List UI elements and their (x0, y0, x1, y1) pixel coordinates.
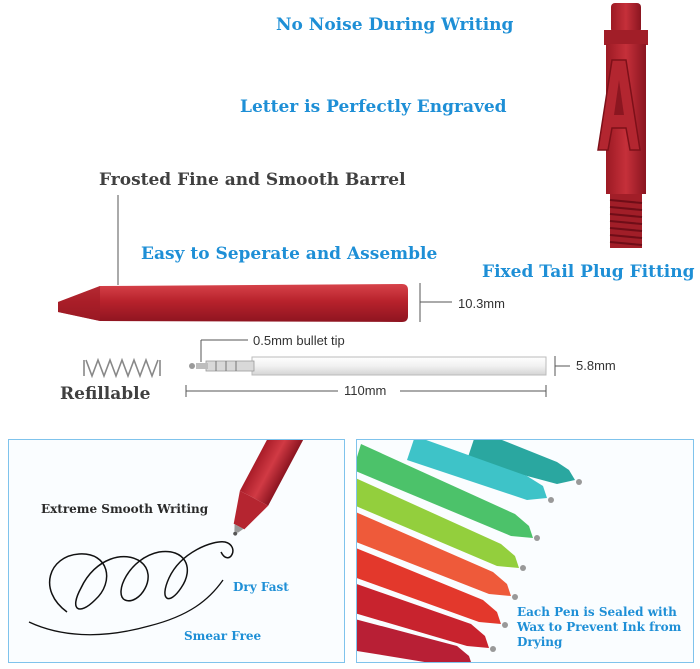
pen-green (357, 444, 540, 541)
smear-free-label: Smear Free (184, 629, 262, 643)
label-refillable: Refillable (60, 384, 151, 404)
label-fixed-tail: Fixed Tail Plug Fitting (482, 262, 695, 282)
pen-red (357, 548, 508, 628)
scribble-illustration (28, 440, 314, 636)
label-frosted-barrel: Frosted Fine and Smooth Barrel (99, 170, 406, 190)
sealed-pens-panel: Each Pen is Sealed with Wax to Prevent I… (356, 439, 694, 663)
dim-refill-length: 110mm (344, 383, 387, 398)
dim-bullet-tip: 0.5mm bullet tip (253, 333, 345, 348)
dry-fast-label: Dry Fast (233, 580, 289, 594)
pen-refill (189, 356, 547, 376)
scribble-line (49, 541, 234, 613)
label-letter-engraved: Letter is Perfectly Engraved (240, 97, 507, 117)
pen-fan-illustration (357, 440, 582, 662)
pen-teal-dark (467, 440, 582, 485)
bullet-tip-leader (200, 339, 248, 362)
refill-length-line (185, 385, 547, 397)
smooth-writing-title: Extreme Smooth Writing (41, 502, 209, 516)
refill-diameter-bracket (554, 356, 570, 376)
label-easy-separate: Easy to Seperate and Assemble (141, 244, 438, 264)
pen-orange (357, 512, 518, 600)
pen-wine (357, 619, 471, 662)
barrel-diameter-bracket (419, 283, 452, 322)
pen-teal-light (407, 440, 554, 503)
dim-refill-diameter: 5.8mm (576, 358, 616, 373)
pen-barrel (58, 284, 408, 322)
pen-parts-illustration (58, 3, 648, 397)
pen-lime (357, 478, 526, 571)
label-no-noise: No Noise During Writing (276, 15, 514, 35)
smooth-writing-panel: Extreme Smooth Writing Dry Fast Smear Fr… (8, 439, 345, 663)
dim-barrel-diameter: 10.3mm (458, 296, 505, 311)
pen-cap-plug (597, 3, 648, 248)
spring (83, 357, 161, 379)
sealed-caption: Each Pen is Sealed with Wax to Prevent I… (517, 605, 682, 649)
pen-crimson (357, 584, 496, 652)
